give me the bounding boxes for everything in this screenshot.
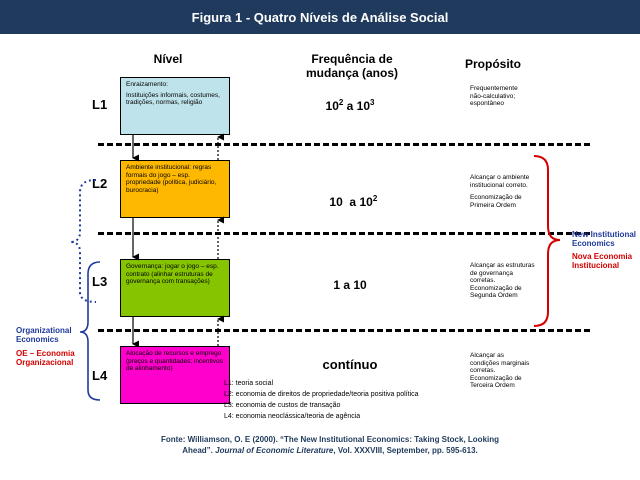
source-line-1: Fonte: Williamson, O. E (2000). “The New… — [160, 435, 500, 444]
level-label-l1: L1 — [92, 97, 108, 112]
nie-label: New Institutional Economics Nova Economi… — [572, 230, 636, 270]
freq-l2: 10 a 102 — [329, 194, 378, 209]
oe-solid-bracket — [79, 261, 101, 401]
purpose-l3: Alcançar as estruturas de governança cor… — [470, 262, 535, 300]
source-citation: Fonte: Williamson, O. E (2000). “The New… — [140, 434, 520, 456]
figure-title: Figura 1 - Quatro Níveis de Análise Soci… — [191, 9, 449, 25]
nie-label-pt: Nova Economia Institucional — [572, 252, 633, 270]
freq-l4: contínuo — [322, 357, 378, 372]
list-item: L4: economia neoclássica/teoria de agênc… — [224, 413, 361, 420]
header-proposito: Propósito — [465, 57, 521, 71]
separator-l1-l2 — [98, 143, 590, 146]
oe-label-en: Organizational Economics — [16, 326, 72, 344]
box-l3-text: Governança: jogar o jogo – esp. contrato… — [126, 263, 219, 286]
oe-label: Organizational Economics OE – Economia O… — [16, 326, 86, 367]
purpose-l4: Alcançar as condições marginais corretas… — [470, 352, 530, 390]
level-box-l1: Enraizamento: Instituições informais, co… — [120, 77, 230, 135]
box-l1-body: Instituições informais, costumes, tradiç… — [126, 91, 220, 107]
level-theory-list: L1: teoria social L2: economia de direit… — [224, 378, 419, 422]
box-l2-text: Ambiente institucional: regras formais d… — [126, 164, 217, 194]
list-item: L2: economia de direitos de propriedade/… — [224, 391, 419, 398]
level-box-l2: Ambiente institucional: regras formais d… — [120, 160, 230, 218]
level-box-l4: Alocação de recursos e emprego (preços e… — [120, 346, 230, 404]
separator-l2-l3 — [98, 232, 590, 235]
oe-label-pt: OE – Economia Organizacional — [16, 349, 75, 367]
list-item: L1: teoria social — [224, 380, 274, 387]
box-l1-head: Enraizamento: — [126, 81, 168, 88]
freq-l1: 102 a 103 — [325, 98, 375, 113]
nie-label-en: New Institutional Economics — [572, 230, 636, 248]
purpose-l1: Frequentemente não-calculativo; espontân… — [470, 85, 518, 108]
list-item: L3: economia de custos de transação — [224, 402, 341, 409]
header-nivel: Nível — [153, 52, 183, 66]
header-frequencia: Frequência de mudança (anos) — [305, 52, 398, 80]
oe-dotted-bracket — [69, 179, 97, 303]
level-label-l4: L4 — [92, 368, 108, 383]
separator-l3-l4 — [98, 329, 590, 332]
freq-l3: 1 a 10 — [333, 278, 367, 292]
box-l4-text: Alocação de recursos e emprego (preços e… — [126, 350, 223, 373]
purpose-l2: Alcançar o ambiente institucional corret… — [470, 174, 530, 209]
source-line-2: Ahead”. Journal of Economic Literature, … — [182, 446, 478, 455]
nie-bracket — [533, 155, 561, 327]
level-label-l3: L3 — [92, 274, 108, 289]
level-box-l3: Governança: jogar o jogo – esp. contrato… — [120, 259, 230, 317]
title-bar: Figura 1 - Quatro Níveis de Análise Soci… — [0, 0, 640, 34]
